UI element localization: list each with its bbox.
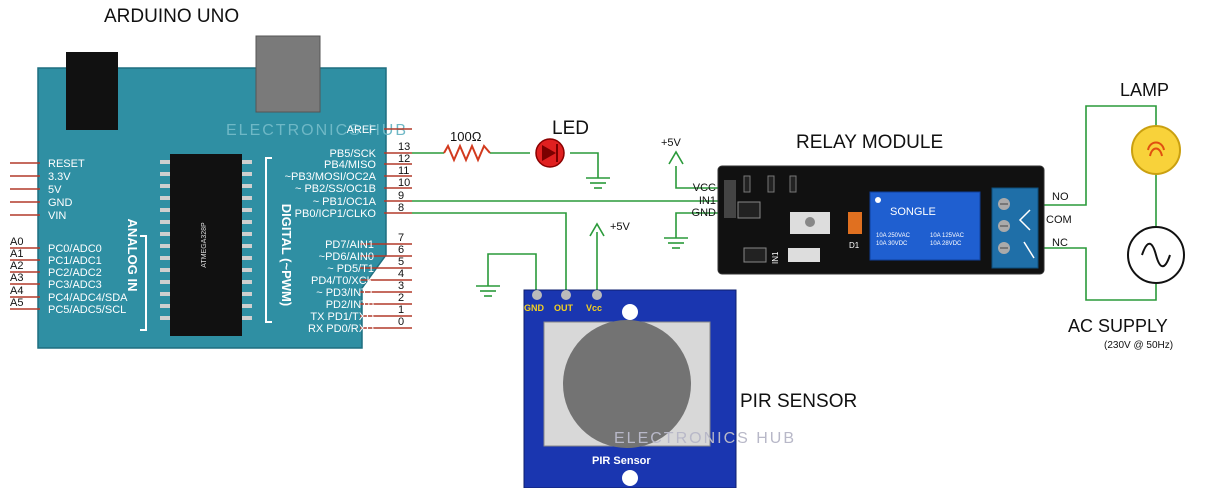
pin-pc1: PC1/ADC1 — [48, 255, 102, 267]
pin-pb1: ~ PB1/OC1A — [313, 196, 377, 208]
pin-pd5: ~ PD5/T1 — [327, 263, 374, 275]
relay-brand: SONGLE — [890, 206, 936, 218]
analog-in-label: ANALOG IN — [125, 219, 140, 292]
relay-terminal-no: NO — [1052, 191, 1069, 203]
pin-num-7: 7 — [398, 232, 404, 244]
digital-pwm-label: DIGITAL (~PWM) — [279, 204, 294, 306]
pin-pc3: PC3/ADC3 — [48, 279, 102, 291]
pin-aref: AREF — [347, 124, 377, 136]
pin-pb2: ~ PB2/SS/OC1B — [295, 183, 376, 195]
pin-pb0: PB0/ICP1/CLKO — [295, 208, 377, 220]
led-component — [535, 138, 565, 168]
pir-pin-vcc: Vcc — [586, 303, 602, 313]
relay-coil — [869, 191, 981, 261]
lamp-title: LAMP — [1120, 80, 1169, 100]
pin-pb3: ~PB3/MOSI/OC2A — [285, 171, 377, 183]
arduino-title: ARDUINO UNO — [104, 6, 239, 27]
pin-pc4: PC4/ADC4/SDA — [48, 292, 128, 304]
pin-vin: VIN — [48, 210, 66, 222]
relay-in1-silk: IN1 — [771, 251, 780, 264]
resistor — [443, 143, 491, 163]
pin-num-5: 5 — [398, 256, 404, 268]
relay-pin-in1: IN1 — [699, 195, 716, 207]
pin-num-9: 9 — [398, 190, 404, 202]
atmega-chip — [170, 154, 242, 336]
relay-vcc-label: +5V — [661, 137, 682, 149]
arduino-board: ATMEGA328P ANALOG IN DIGITAL (~PWM) ELEC… — [37, 35, 408, 349]
pin-pd3: ~ PD3/INT1 — [316, 287, 374, 299]
chip-label: ATMEGA328P — [201, 222, 208, 268]
pin-pd0: RX PD0/RXD — [308, 323, 374, 335]
diode-d1 — [848, 212, 862, 234]
pin-pd7: PD7/AIN1 — [325, 239, 374, 251]
resistor-label: 100Ω — [450, 129, 482, 144]
left-pin-lines — [10, 162, 40, 310]
supply-arrows — [589, 150, 684, 237]
pin-pd4: PD4/T0/XCK — [311, 275, 375, 287]
pin-gnd: GND — [48, 197, 73, 209]
pir-sensor — [523, 289, 737, 489]
pin-num-13: 13 — [398, 141, 410, 153]
analog-num-a0: A0 — [10, 236, 23, 248]
pir-pin-gnd: GND — [524, 303, 545, 313]
board-watermark: ELECTRONICS HUB — [226, 122, 408, 139]
pin-pd1: TX PD1/TXD — [310, 311, 374, 323]
pin-num-1: 1 — [398, 304, 404, 316]
pin-pc2: PC2/ADC2 — [48, 267, 102, 279]
lamp — [1131, 125, 1181, 175]
right-pin-lines — [360, 128, 412, 329]
relay-pin-vcc: VCC — [693, 182, 716, 194]
pin-num-8: 8 — [398, 202, 404, 214]
analog-num-a1: A1 — [10, 248, 23, 260]
pir-pin-out: OUT — [554, 303, 574, 313]
ac-supply-title: AC SUPPLY — [1068, 316, 1168, 336]
pir-title: PIR SENSOR — [740, 391, 857, 412]
ac-supply — [1127, 226, 1185, 284]
pin-num-6: 6 — [398, 244, 404, 256]
pin-pc5: PC5/ADC5/SCL — [48, 304, 126, 316]
pin-pd2: PD2/INT0 — [326, 299, 374, 311]
relay-terminal-nc: NC — [1052, 237, 1068, 249]
analog-num-a3: A3 — [10, 272, 23, 284]
relay-d1-label: D1 — [849, 241, 860, 250]
power-jack — [66, 52, 118, 130]
pin-pd6: ~PD6/AIN0 — [319, 251, 374, 263]
pin-num-2: 2 — [398, 292, 404, 304]
relay-pin-gnd: GND — [692, 207, 717, 219]
analog-num-a2: A2 — [10, 260, 23, 272]
ac-supply-spec: (230V @ 50Hz) — [1104, 340, 1173, 351]
pir-dome — [563, 320, 691, 448]
pin-pb5: PB5/SCK — [330, 148, 377, 160]
ground-symbols — [476, 177, 688, 297]
pin-pb4: PB4/MISO — [324, 159, 376, 171]
pin-num-4: 4 — [398, 268, 404, 280]
pir-vcc-label: +5V — [610, 221, 631, 233]
analog-num-a5: A5 — [10, 297, 23, 309]
pir-watermark: ELECTRONICS HUB — [614, 430, 796, 447]
pin-reset: RESET — [48, 158, 85, 170]
pin-3v3: 3.3V — [48, 171, 71, 183]
usb-connector — [255, 35, 321, 113]
pin-num-3: 3 — [398, 280, 404, 292]
relay-terminal-com: COM — [1046, 214, 1072, 226]
led-title: LED — [552, 118, 589, 139]
pin-num-10: 10 — [398, 177, 410, 189]
pin-num-12: 12 — [398, 153, 410, 165]
pin-pc0: PC0/ADC0 — [48, 243, 102, 255]
analog-num-a4: A4 — [10, 285, 23, 297]
pir-caption: PIR Sensor — [592, 455, 651, 467]
wires — [412, 105, 1157, 301]
relay-title: RELAY MODULE — [796, 132, 943, 153]
pin-num-0: 0 — [398, 316, 404, 328]
pin-num-11: 11 — [398, 165, 409, 177]
relay-module — [717, 165, 1045, 275]
pin-5v: 5V — [48, 184, 62, 196]
